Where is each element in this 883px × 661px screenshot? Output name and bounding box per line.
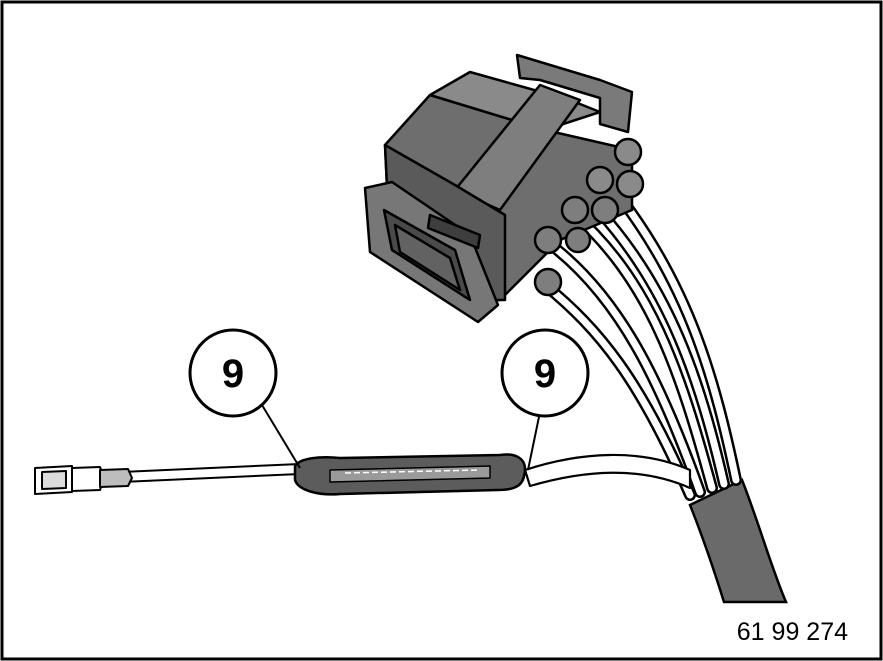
callout-number-left: 9 bbox=[222, 352, 244, 396]
callout-leader-right bbox=[527, 411, 541, 471]
figure-number: 61 99 274 bbox=[737, 618, 848, 646]
callout-number-right: 9 bbox=[534, 352, 556, 396]
callout-right: 9 bbox=[500, 328, 590, 471]
connector-housing bbox=[363, 53, 645, 324]
repair-wire-to-harness bbox=[523, 453, 692, 490]
wire-harness-sheath bbox=[688, 478, 788, 604]
wire-terminal bbox=[34, 465, 133, 495]
callout-circle-right bbox=[500, 328, 590, 418]
callout-circle-left bbox=[188, 328, 278, 418]
repair-wire-assembly bbox=[34, 453, 692, 496]
wire-bundle bbox=[539, 194, 742, 501]
callout-leader-left bbox=[261, 404, 301, 469]
callout-left: 9 bbox=[188, 328, 301, 469]
